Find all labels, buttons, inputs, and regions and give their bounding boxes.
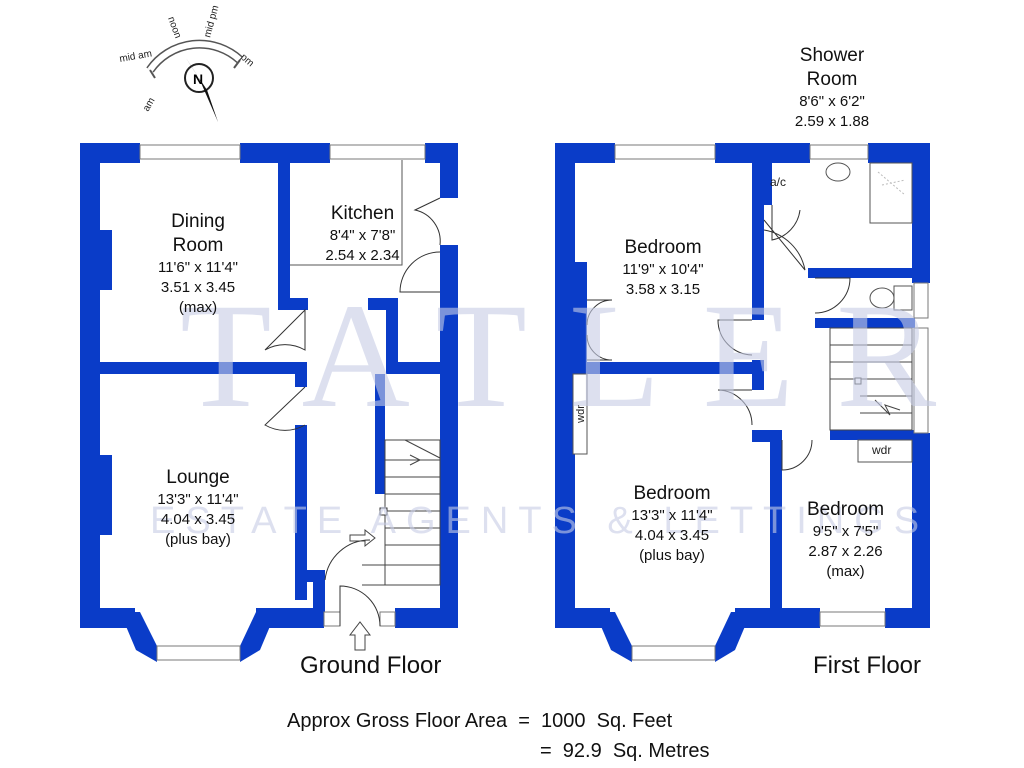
room-name: Lounge (166, 467, 230, 488)
room-name: Bedroom (624, 237, 702, 258)
ground-floor-windows (139, 144, 426, 661)
gross-area-sq-metres: = 92.9 Sq. Metres (540, 740, 710, 762)
first-floor-label: First Floor (813, 652, 921, 679)
ground-floor-doors (264, 160, 441, 627)
room-note: (max) (178, 299, 218, 316)
ground-floor-walls (80, 143, 458, 662)
first-floor-walls (555, 143, 930, 662)
room-dimensions-metric: 2.54 x 2.34 (325, 247, 400, 264)
compass-label-noon: noon (165, 15, 183, 40)
room-dimensions-imperial: 13'3" x 11'4" (157, 491, 239, 508)
room-name: Bedroom (633, 483, 711, 504)
compass-label-pm: pm (238, 52, 256, 69)
compass-icon: N am mid am noon mid pm pm (119, 4, 256, 122)
room-dimensions-metric: 3.51 x 3.45 (160, 279, 236, 296)
room-label-bedroom-3: Bedroom 9'5" x 7'5" 2.87 x 2.26 (max) (778, 498, 913, 582)
room-note: (max) (826, 563, 865, 580)
room-label-kitchen: Kitchen 8'4" x 7'8" 2.54 x 2.34 (295, 202, 430, 266)
room-note: (plus bay) (165, 531, 231, 548)
room-dimensions-metric: 3.58 x 3.15 (625, 281, 701, 298)
room-label-dining-room: Dining Room 11'6" x 11'4" 3.51 x 3.45 (m… (128, 210, 268, 318)
room-dimensions-metric: 2.59 x 1.88 (794, 113, 870, 130)
room-dimensions-metric: 2.87 x 2.26 (808, 543, 883, 560)
ground-floor-stairs (348, 439, 441, 651)
compass-label-mid-pm: mid pm (202, 4, 221, 39)
ground-floor-label: Ground Floor (300, 652, 442, 679)
room-name: Shower Room (799, 45, 865, 90)
wardrobe-label-bedroom-2: wdr (574, 405, 587, 423)
first-floor-fittings (572, 162, 913, 471)
compass-north-label: N (193, 71, 203, 87)
room-name: Dining Room (171, 211, 225, 256)
room-label-lounge: Lounge 13'3" x 11'4" 4.04 x 3.45 (plus b… (128, 466, 268, 550)
gross-area-sq-feet: Approx Gross Floor Area = 1000 Sq. Feet (287, 710, 673, 732)
room-dimensions-imperial: 8'4" x 7'8" (329, 227, 396, 244)
room-dimensions-imperial: 13'3" x 11'4" (631, 507, 713, 524)
room-dimensions-imperial: 8'6" x 6'2" (799, 93, 865, 110)
compass-label-am: am (141, 96, 157, 114)
room-label-shower-room: Shower Room 8'6" x 6'2" 2.59 x 1.88 (762, 44, 902, 132)
first-floor-windows (614, 144, 929, 661)
wardrobe-label-bedroom-3: wdr (872, 443, 892, 457)
room-dimensions-imperial: 11'9" x 10'4" (622, 261, 704, 278)
room-label-bedroom-1: Bedroom 11'9" x 10'4" 3.58 x 3.15 (593, 236, 733, 300)
room-name: Kitchen (330, 203, 395, 224)
room-dimensions-metric: 4.04 x 3.45 (160, 511, 236, 528)
room-note: (plus bay) (639, 547, 705, 564)
room-dimensions-imperial: 9'5" x 7'5" (812, 523, 879, 540)
airing-cupboard-label: a/c (770, 175, 787, 189)
room-dimensions-imperial: 11'6" x 11'4" (157, 259, 239, 276)
compass-label-mid-am: mid am (119, 48, 153, 65)
room-label-bedroom-2: Bedroom 13'3" x 11'4" 4.04 x 3.45 (plus … (602, 482, 742, 566)
room-name: Bedroom (806, 499, 885, 520)
room-dimensions-metric: 4.04 x 3.45 (634, 527, 710, 544)
